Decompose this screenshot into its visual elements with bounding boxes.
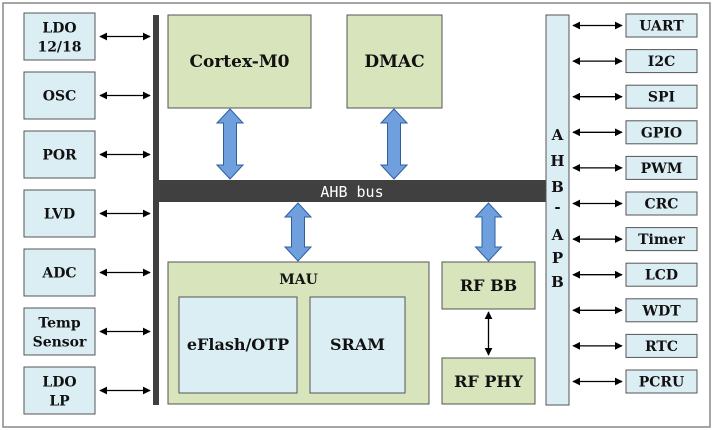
rf-bb-label: RF BB [460,276,517,295]
right-block-i2c [625,49,698,74]
sram-label: SRAM [330,335,385,354]
right-label-pcru: PCRU [639,375,685,391]
bridge-letter-2: B [551,178,564,196]
right-label-spi: SPI [648,90,675,106]
bridge-letter-0: A [551,126,564,144]
cortex-m0-block [167,14,312,109]
cortex-m0-label: Cortex-M0 [189,52,289,72]
right-label-gpio: GPIO [641,125,682,141]
left-label-lvd-3-0: LVD [44,207,75,223]
left-label-ldo-lp-6-0: LDO [42,375,76,391]
eflash-label: eFlash/OTP [187,335,289,354]
bridge-letter-1: H [550,152,564,170]
left-block-lvd-3 [23,189,96,238]
left-label-adc-4-0: ADC [41,266,76,282]
ahb-bus-label: AHB bus [320,183,383,201]
rf-phy-block [441,357,536,405]
left-block-ldo-lp-6 [23,366,96,415]
left-block-adc-4 [23,248,96,297]
right-label-wdt: WDT [641,303,681,319]
rf-phy-label: RF PHY [454,372,523,391]
left-block-temp-sensor-5 [23,307,96,356]
mau-label: MAU [279,272,318,288]
left-label-ldo-12-18-0-0: LDO [42,21,76,37]
right-block-lcd [625,262,698,287]
right-block-rtc [625,333,698,358]
left-label-temp-sensor-5-0: Temp [38,316,81,332]
rfbb-ahb-arrow [474,202,503,262]
right-block-crc [625,191,698,216]
bridge-letter-4: A [551,226,564,244]
block-arrows [215,108,503,262]
ahb-bus [159,180,546,202]
left-label-por-2-0: POR [42,148,77,164]
mau-ahb-arrow [283,202,313,262]
dmac-ahb-arrow [379,108,409,180]
right-label-i2c: I2C [648,54,675,70]
left-block-osc-1 [23,71,96,120]
left-block-ldo-12-18-0 [23,12,96,61]
right-label-timer: Timer [638,232,685,248]
right-label-pwm: PWM [641,161,683,177]
bridge-letter-3: - [554,198,560,216]
eflash-block [178,296,298,394]
left-label-ldo-lp-6-1: LP [49,394,70,410]
rf-bb-block [441,261,536,310]
right-label-crc: CRC [645,197,679,213]
right-block-uart [625,13,698,38]
left-block-por-2 [23,130,96,179]
sram-block [309,296,406,394]
left-vertical-bus [153,15,159,405]
right-label-lcd: LCD [645,268,678,284]
right-block-pcru [625,369,698,394]
left-label-ldo-12-18-0-1: 12/18 [37,40,81,56]
right-block-wdt [625,298,698,323]
ahb-apb-bridge [545,14,570,406]
right-label-uart: UART [639,19,684,35]
bridge-letter-5: P [552,249,563,267]
dmac-label: DMAC [364,52,424,72]
right-block-timer [625,227,698,252]
dmac-block [346,14,443,109]
bridge-letter-6: B [551,273,564,291]
right-label-rtc: RTC [645,339,678,355]
left-label-osc-1-0: OSC [43,89,76,105]
right-block-gpio [625,120,698,145]
right-block-pwm [625,155,698,180]
ahb-apb-label: AHB-APB [550,126,564,291]
left-label-temp-sensor-5-1: Sensor [33,335,87,351]
cortex-ahb-arrow [215,108,245,180]
right-block-spi [625,84,698,109]
